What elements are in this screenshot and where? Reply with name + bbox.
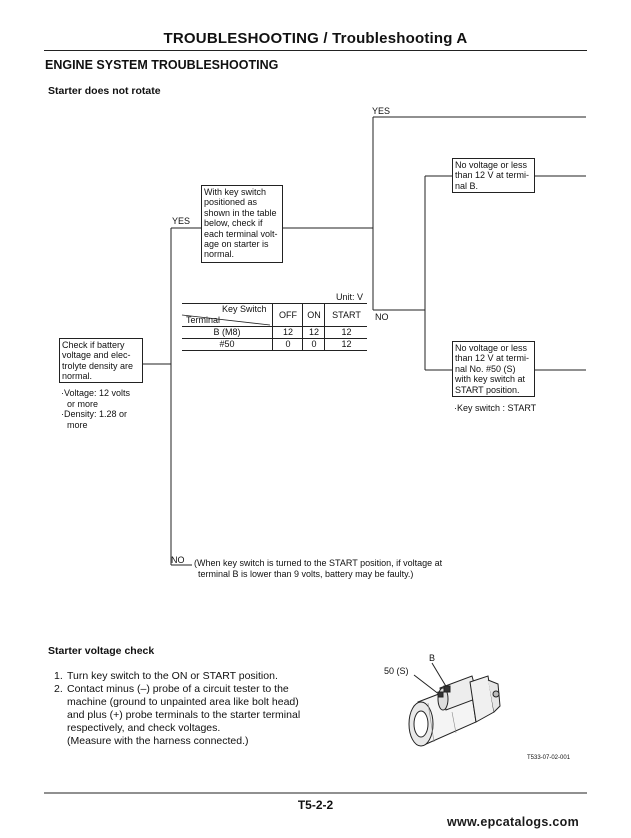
no-voltage-terminal-50-box: No voltage or less than 12 V at termi- n…: [452, 341, 535, 397]
battery-check-box: Check if battery voltage and elec- troly…: [59, 338, 143, 383]
key-switch-start-note: ·Key switch : START: [454, 403, 537, 413]
page-number: T5-2-2: [297, 798, 334, 812]
header-rule: [44, 50, 587, 51]
section-title: ENGINE SYSTEM TROUBLESHOOTING: [45, 58, 279, 72]
table-row: B (M8) 12 12 12: [182, 327, 367, 339]
figure-label-50: 50 (S): [384, 666, 409, 676]
voltage-check-steps: 1.Turn key switch to the ON or START pos…: [54, 670, 344, 748]
key-switch-check-box: With key switch positioned as shown in t…: [201, 185, 283, 263]
label-no-mid: NO: [375, 312, 389, 322]
no-voltage-terminal-b-box: No voltage or less than 12 V at termi- n…: [452, 158, 535, 193]
flow-subtitle: Starter does not rotate: [48, 85, 161, 97]
table-col-on: ON: [302, 304, 325, 326]
voltage-table: Key Switch Terminal OFF ON START B (M8) …: [182, 303, 367, 351]
battery-fault-note: (When key switch is turned to the START …: [194, 558, 443, 579]
battery-notes: ·Voltage: 12 volts or more ·Density: 1.2…: [61, 388, 131, 430]
figure-label-b: B: [429, 653, 436, 663]
voltage-check-title: Starter voltage check: [48, 645, 155, 657]
table-col-off: OFF: [272, 304, 303, 326]
figure-code: T533-07-02-001: [527, 755, 571, 761]
table-row: #50 0 0 12: [182, 339, 367, 351]
watermark: www.epcatalogs.com: [446, 815, 579, 829]
label-yes-top: YES: [372, 106, 391, 116]
page-title: TROUBLESHOOTING / Troubleshooting A: [163, 30, 468, 47]
table-corner-top: Key Switch: [222, 304, 267, 314]
list-item: 2.Contact minus (–) probe of a circuit t…: [54, 683, 289, 695]
table-corner-bottom: Terminal: [186, 315, 221, 325]
table-col-start: START: [324, 304, 368, 326]
table-unit: Unit: V: [336, 292, 364, 302]
label-no-bottom: NO: [171, 555, 185, 565]
label-yes-mid: YES: [172, 216, 191, 226]
list-item: 1.Turn key switch to the ON or START pos…: [54, 670, 278, 682]
